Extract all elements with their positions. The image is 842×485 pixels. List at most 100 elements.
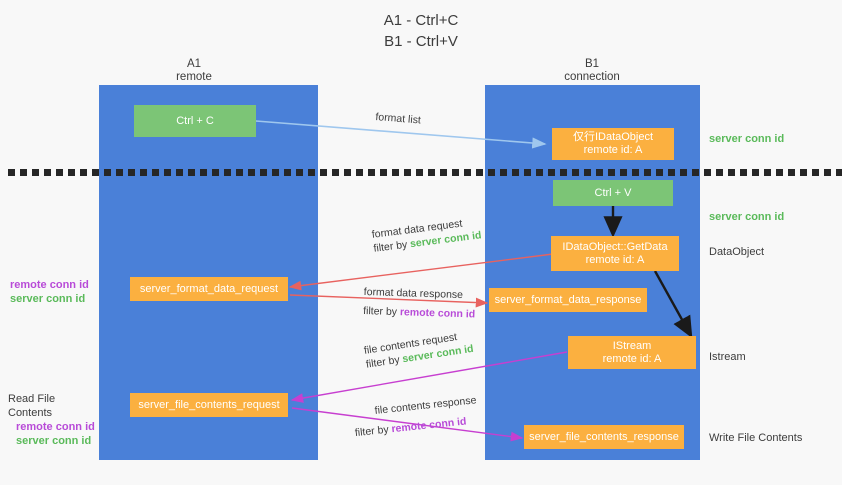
divider-dash [404,169,411,176]
node-ctrl-v[interactable]: Ctrl + V [553,180,673,206]
divider-dash [620,169,627,176]
note-server-conn-id-2: server conn id [16,435,92,447]
divider-dash [332,169,339,176]
edge-label-format-list: format list [375,110,421,128]
divider-dash [704,169,711,176]
divider-dash [296,169,303,176]
edge-label-format-data-request: format data request filter by server con… [371,214,482,255]
edge-label-format-list-line1: format list [374,110,422,127]
edge-label-file-contents-request: file contents request filter by server c… [363,328,474,372]
divider-dash [104,169,111,176]
node-server-file-contents-request[interactable]: server_file_contents_request [130,393,288,417]
lane-header-a1: A1 remote [176,58,212,83]
divider-dash [116,169,123,176]
note-server-conn-id-second: server conn id [709,211,785,223]
divider-dash [824,169,831,176]
divider-dash [692,169,699,176]
divider-dash [344,169,351,176]
note-istream: Istream [709,351,746,363]
note-server-conn-id-1: server conn id [10,293,86,305]
divider-dash [8,169,15,176]
divider-dash [524,169,531,176]
divider-dash [464,169,471,176]
divider-dash [536,169,543,176]
divider-dash [80,169,87,176]
divider-dash [356,169,363,176]
node-server-format-data-request[interactable]: server_format_data_request [130,277,288,301]
divider-dash [656,169,663,176]
divider-dash [716,169,723,176]
node-ctrl-c[interactable]: Ctrl + C [134,105,256,137]
divider-dash [380,169,387,176]
divider-dash [224,169,231,176]
divider-dash [764,169,771,176]
divider-dash [248,169,255,176]
note-read-file-contents: Read File Contents [8,393,56,419]
divider-dash [176,169,183,176]
node-ole-idataobject[interactable]: 仅行IDataObject remote id: A [552,128,674,160]
divider-dash [584,169,591,176]
divider-dash [632,169,639,176]
edge-label-file-contents-response: file contents response filter by remote … [354,393,479,439]
divider-dash [452,169,459,176]
divider-dash [812,169,819,176]
edge-label-format-data-response: format data response filter by remote co… [363,285,476,322]
note-server-conn-id-top: server conn id [709,133,785,145]
divider-dash [212,169,219,176]
divider-dash [152,169,159,176]
divider-dash [476,169,483,176]
divider-dash [308,169,315,176]
divider-dash [608,169,615,176]
divider-dash [596,169,603,176]
node-server-format-data-response[interactable]: server_format_data_response [489,288,647,312]
lane-header-b1: B1 connection [564,58,620,83]
divider-dash [164,169,171,176]
divider-dash [272,169,279,176]
node-idataobject-getdata[interactable]: IDataObject::GetData remote id: A [551,236,679,271]
divider-dash [188,169,195,176]
divider-dash [68,169,75,176]
divider-dash [500,169,507,176]
divider-dash [368,169,375,176]
divider-dash [512,169,519,176]
edge-label-format-data-response-line2: filter by remote conn id [362,304,476,321]
divider-dash [788,169,795,176]
divider-dash [548,169,555,176]
divider-dash [776,169,783,176]
edge-filter-value-remote-2: remote conn id [390,415,467,436]
divider-dash [284,169,291,176]
divider-dash [752,169,759,176]
divider-dash [800,169,807,176]
divider-dash [320,169,327,176]
divider-dash [572,169,579,176]
edge-label-file-contents-response-line2: filter by remote conn id [354,415,467,440]
divider-dash [680,169,687,176]
divider-dash [836,169,842,176]
phase-divider [0,169,842,176]
divider-dash [128,169,135,176]
edge-label-format-data-response-line1: format data response [363,285,464,302]
divider-dash [740,169,747,176]
divider-dash [728,169,735,176]
divider-dash [140,169,147,176]
divider-dash [44,169,51,176]
node-server-file-contents-response[interactable]: server_file_contents_response [524,425,684,449]
divider-dash [416,169,423,176]
divider-dash [644,169,651,176]
divider-dash [488,169,495,176]
note-remote-conn-id-2: remote conn id [16,421,95,433]
note-dataobject: DataObject [709,246,765,258]
divider-dash [200,169,207,176]
divider-dash [92,169,99,176]
note-remote-conn-id-1: remote conn id [10,279,89,291]
note-write-file-contents: Write File Contents [709,432,803,444]
divider-dash [560,169,567,176]
note-read-file-contents-group: Read File Contents remote conn id server… [8,392,100,448]
node-istream[interactable]: IStream remote id: A [568,336,696,369]
divider-dash [20,169,27,176]
note-format-conn-pair: remote conn id server conn id [10,278,98,306]
divider-dash [668,169,675,176]
divider-dash [32,169,39,176]
divider-dash [260,169,267,176]
